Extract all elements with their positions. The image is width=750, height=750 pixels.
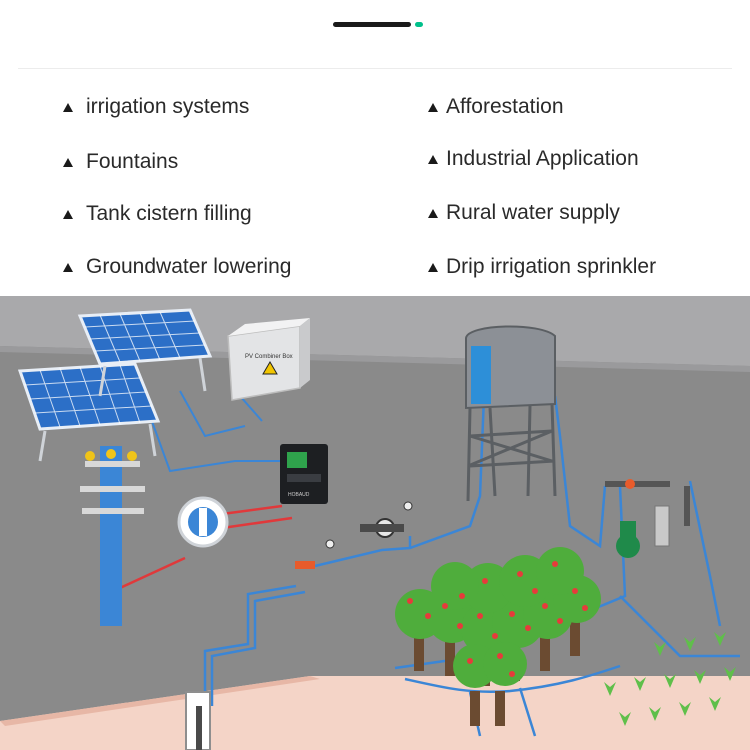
power-wires: [119, 504, 293, 590]
application-label: Drip irrigation sprinkler: [446, 255, 657, 278]
application-label: Tank cistern filling: [86, 202, 252, 225]
application-label: irrigation systems: [86, 95, 250, 118]
triangle-bullet-icon: [63, 102, 73, 112]
application-label: Afforestation: [446, 95, 564, 118]
svg-text:HOBAUD: HOBAUD: [288, 492, 310, 498]
application-list: irrigation systems Fountains Tank cister…: [0, 88, 750, 288]
page-indicator-dot[interactable]: [415, 22, 423, 27]
triangle-bullet-icon: [63, 209, 73, 219]
crop-plants: [604, 632, 736, 726]
pipe-fittings: [295, 501, 413, 569]
triangle-bullet-icon: [428, 154, 438, 164]
application-label: Groundwater lowering: [86, 255, 292, 278]
application-item: Tank cistern filling: [63, 199, 252, 229]
svg-text:PV Combiner Box: PV Combiner Box: [245, 354, 293, 360]
utility-pole: [80, 446, 145, 626]
application-label: Industrial Application: [446, 147, 639, 170]
system-diagram: PV Combiner Box HOBAUD: [0, 296, 750, 750]
filter-station: [605, 479, 690, 558]
water-tower: [465, 325, 557, 502]
application-item: Industrial Application: [428, 144, 639, 174]
application-label: Rural water supply: [446, 201, 620, 224]
ground-plane: [0, 346, 750, 750]
pv-combiner-box: PV Combiner Box: [227, 318, 310, 401]
solar-panel-array: [17, 308, 213, 462]
triangle-bullet-icon: [63, 262, 73, 272]
triangle-bullet-icon: [63, 157, 73, 167]
page-indicator: [0, 19, 750, 29]
application-item: Groundwater lowering: [63, 252, 291, 282]
application-item: irrigation systems: [63, 92, 249, 122]
pv-wires: [149, 390, 282, 473]
triangle-bullet-icon: [428, 208, 438, 218]
triangle-bullet-icon: [428, 262, 438, 272]
borehole-well: [185, 691, 211, 750]
triangle-bullet-icon: [428, 102, 438, 112]
divider: [18, 68, 732, 69]
application-item: Drip irrigation sprinkler: [428, 252, 656, 282]
solar-pump-system-illustration: PV Combiner Box HOBAUD: [0, 296, 750, 750]
application-label: Fountains: [86, 150, 179, 173]
application-item: Rural water supply: [428, 198, 620, 228]
solar-pump-inverter: HOBAUD: [280, 444, 328, 504]
application-item: Afforestation: [428, 92, 564, 122]
switch-unit: [177, 496, 229, 548]
application-item: Fountains: [63, 147, 178, 177]
orchard-trees: [395, 547, 601, 726]
page-indicator-active[interactable]: [333, 22, 411, 27]
